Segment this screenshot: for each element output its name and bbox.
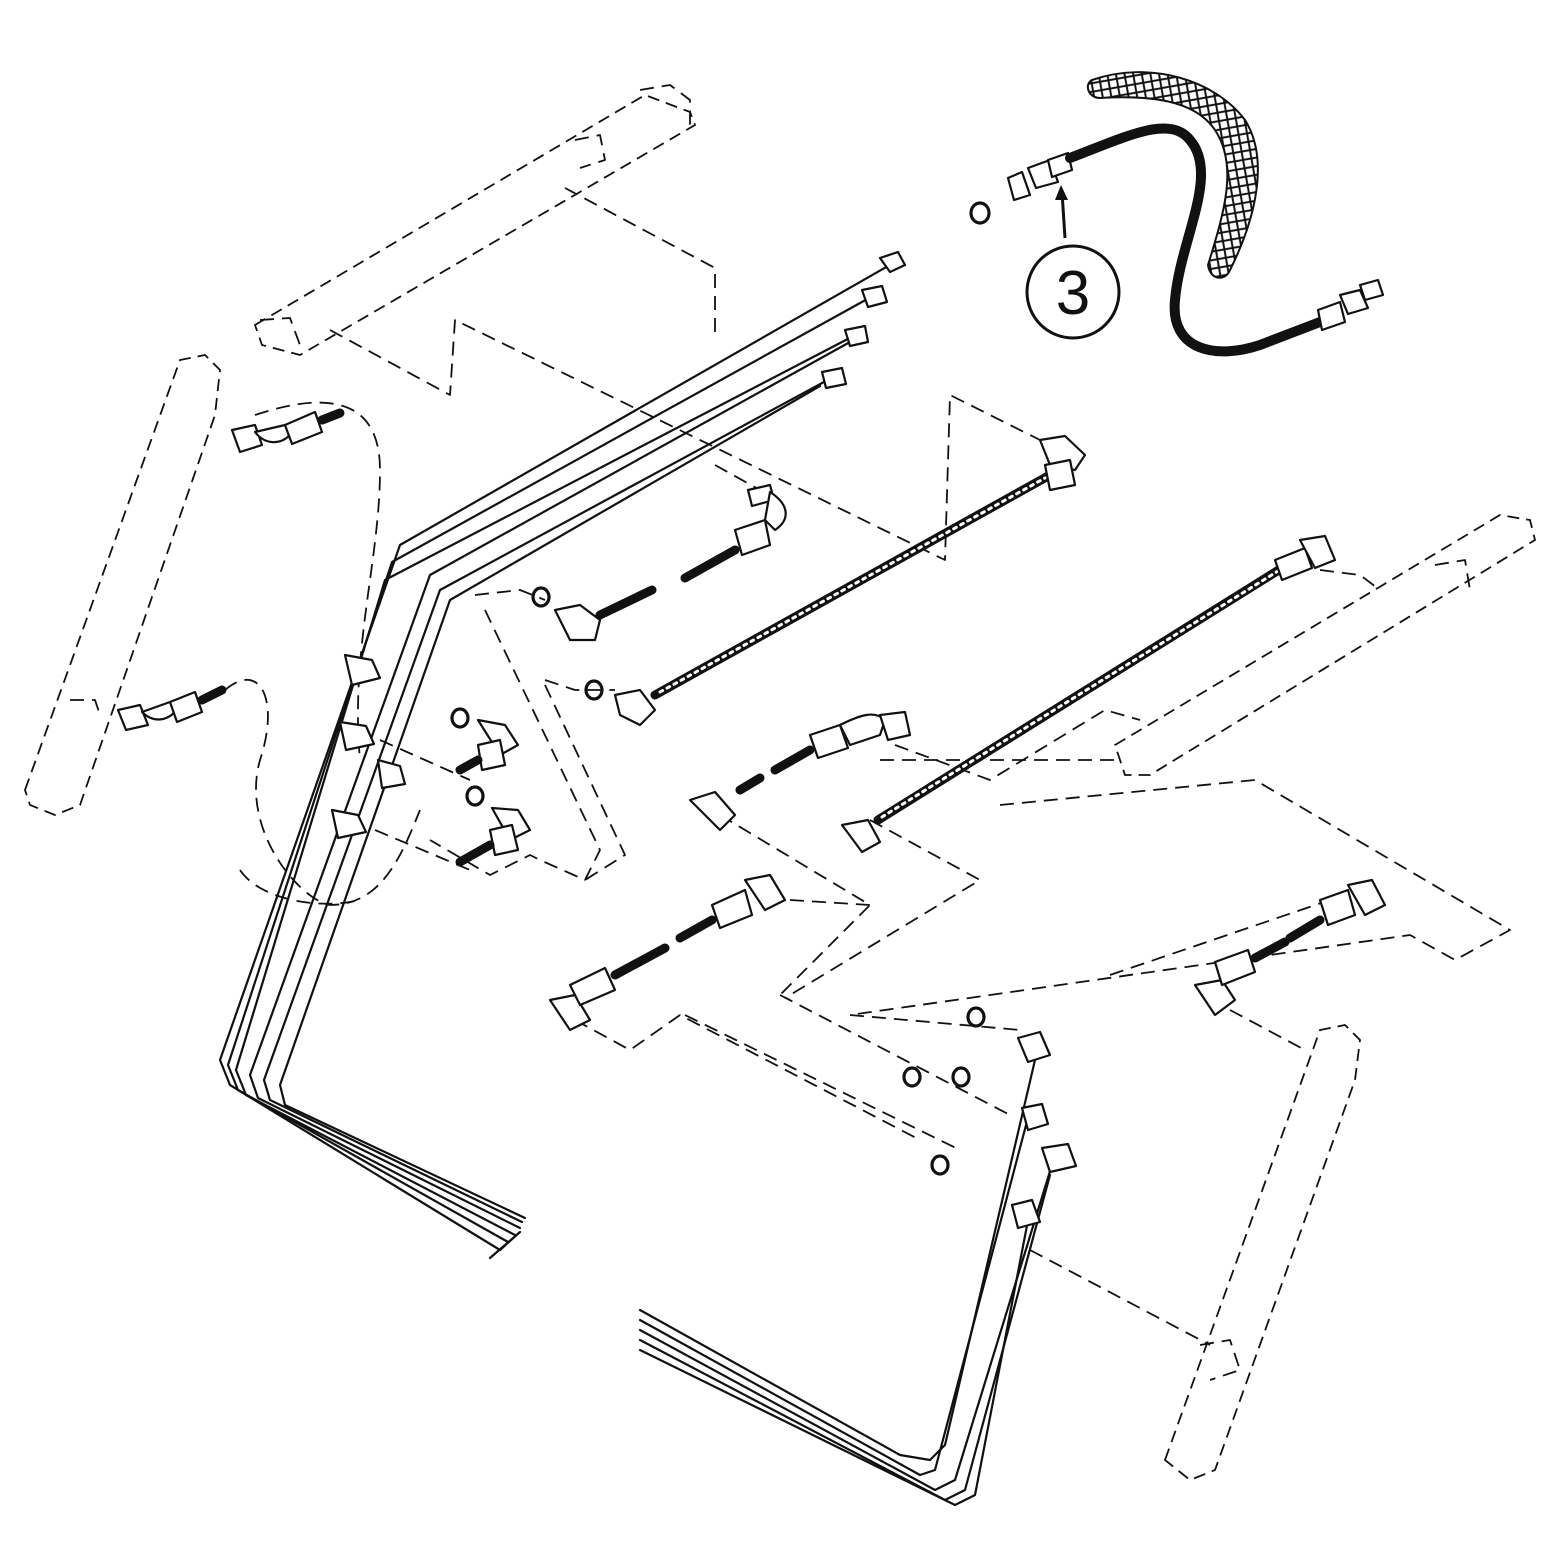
left-cylinder-ghost — [24, 354, 221, 816]
upper-left-cylinder-ghost — [253, 84, 697, 356]
lower-right-cylinder-ghost — [1163, 1024, 1361, 1482]
o-ring — [531, 586, 551, 608]
hose-center-upper — [680, 483, 787, 583]
item-3-hose-assembly — [1006, 71, 1385, 357]
callout-3-label: 3 — [1056, 259, 1090, 328]
callout-3: 3 — [1025, 185, 1121, 340]
o-ring — [951, 1066, 971, 1088]
o-rings — [450, 201, 991, 1176]
dashed-leaders — [224, 187, 1511, 1346]
hose-center-elbow — [553, 585, 657, 642]
o-ring — [584, 679, 604, 701]
o-ring — [450, 707, 470, 729]
callout-3-circle — [1025, 244, 1121, 340]
hose-lower-center — [548, 873, 787, 1032]
o-ring — [930, 1154, 950, 1176]
hose-lower-right — [1193, 878, 1387, 1017]
protective-sleeve — [1086, 71, 1259, 279]
callout-3-arrowhead — [1055, 185, 1068, 200]
hose-upper-left — [230, 408, 345, 454]
o-ring — [465, 785, 485, 807]
o-ring — [969, 201, 991, 225]
o-ring — [902, 1066, 922, 1088]
hose-center-right — [688, 710, 912, 832]
hose-left-lower — [116, 685, 227, 732]
o-ring — [966, 1006, 986, 1028]
hose-long-center — [613, 434, 1087, 727]
left-tube-bundle — [218, 250, 907, 1260]
hose-left-fittings — [455, 718, 532, 867]
lower-tube-bundle — [638, 1030, 1078, 1507]
hose-long-right — [840, 534, 1337, 854]
right-cylinder-ghost — [1113, 514, 1537, 776]
